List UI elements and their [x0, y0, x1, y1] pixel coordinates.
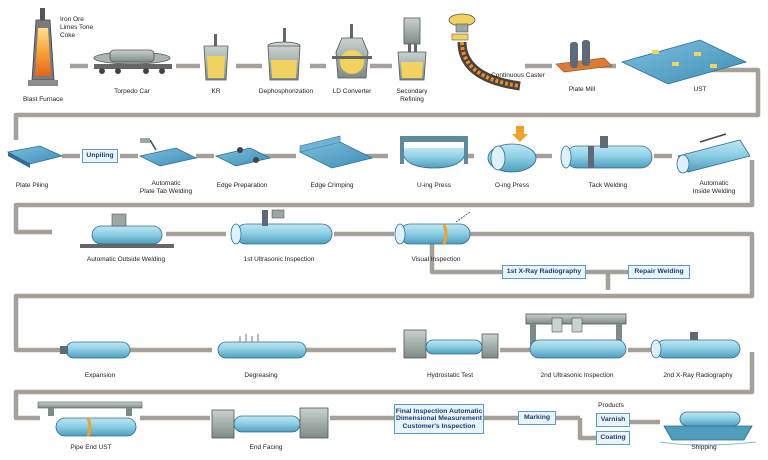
tack-welding-icon	[560, 136, 653, 169]
label-edge-preparation: Edge Preparation	[216, 182, 268, 189]
label-dephosphorization: Dephosphorization	[258, 88, 314, 95]
label-second-ultrasonic: 2nd Ultrasonic Inspection	[540, 372, 614, 379]
label-plate-tab-welding-line1: Automatic	[151, 180, 181, 187]
label-second-xray: 2nd X-Ray Radiography	[663, 372, 733, 379]
shipping-icon	[659, 411, 757, 446]
box-unpiling: Unpiling	[82, 149, 118, 163]
box-repair-welding: Repair Welding	[628, 265, 690, 279]
label-end-facing: End Facing	[249, 444, 283, 451]
box-xray-1st: 1st X-Ray Radiography	[502, 265, 586, 279]
plate-piling-icon	[6, 145, 64, 168]
expansion-icon	[60, 341, 131, 359]
torpedo-car-icon	[93, 49, 172, 74]
degreasing-icon	[217, 334, 307, 359]
flow-connectors	[13, 63, 761, 441]
connector-xray-loop	[429, 244, 628, 290]
first-ultrasonic-icon	[230, 209, 333, 245]
box-marking: Marking	[518, 411, 556, 425]
o-ing-press-icon	[487, 126, 537, 173]
label-shipping: Shipping	[691, 444, 717, 451]
final-inspection-line1: Final Inspection Automatic	[395, 407, 483, 415]
outside-welding-icon	[80, 213, 174, 248]
pipe-end-ust-icon	[37, 401, 143, 437]
label-u-ing-press: U-ing Press	[417, 182, 451, 189]
input-iron-ore: Iron Ore	[60, 16, 84, 23]
label-plate-tab-welding-line2: Plate Tab Welding	[139, 188, 193, 195]
edge-crimping-icon	[298, 135, 374, 169]
input-coke: Coke	[60, 32, 76, 39]
label-torpedo-car: Torpedo Car	[114, 88, 150, 95]
plate-mill-icon	[555, 40, 613, 73]
final-inspection-line3: Customer's Inspection	[402, 422, 476, 430]
ust-plate-icon	[620, 39, 748, 85]
second-xray-icon	[650, 332, 741, 359]
ld-converter-icon	[332, 24, 372, 79]
label-inside-welding-line2: Inside Welding	[692, 188, 736, 195]
box-final-inspection: Final Inspection Automatic Dimensional M…	[394, 404, 484, 434]
label-expansion: Expansion	[84, 372, 116, 379]
connector-row2-to-row3	[13, 160, 755, 235]
edge-preparation-icon	[214, 147, 272, 167]
hydrostatic-test-icon	[403, 329, 499, 359]
label-inside-welding-line1: Automatic	[699, 180, 729, 187]
plate-tab-welding-icon	[138, 138, 198, 167]
label-hydrostatic-test: Hydrostatic Test	[426, 372, 474, 379]
label-first-ultrasonic: 1st Ultrasonic Inspection	[243, 256, 315, 263]
second-ultrasonic-icon	[525, 313, 627, 359]
label-blast-furnace: Blast Furnace	[22, 96, 64, 103]
connector-row3	[13, 231, 755, 353]
box-coating: Coating	[596, 431, 630, 445]
connector-row1-to-row2	[13, 67, 761, 140]
label-secondary-refining-line1: Secondary	[396, 88, 428, 95]
label-ust: UST	[693, 86, 707, 93]
connector-row4-to-row5	[13, 352, 755, 421]
label-o-ing-press: O-ing Press	[494, 182, 530, 189]
input-limestone: Limes Tone	[60, 24, 94, 31]
continuous-caster-icon	[448, 13, 521, 91]
visual-inspection-icon	[394, 211, 471, 245]
end-facing-icon	[211, 407, 329, 439]
label-outside-welding: Automatic Outside Welding	[86, 256, 166, 263]
label-pipe-end-ust: Pipe End UST	[70, 444, 112, 451]
label-ld-converter: LD Converter	[332, 88, 372, 95]
label-plate-piling: Plate Piling	[15, 182, 49, 189]
label-kr: KR	[211, 88, 221, 95]
box-varnish: Varnish	[596, 413, 630, 427]
label-products: Products	[598, 402, 624, 409]
label-secondary-refining-line2: Refining	[400, 96, 424, 103]
label-continuous-caster: Continuous Caster	[491, 72, 545, 79]
u-ing-press-icon	[400, 136, 468, 169]
label-edge-crimping: Edge Crimping	[310, 182, 354, 189]
blast-furnace-icon	[28, 8, 58, 86]
label-degreasing: Degreasing	[244, 372, 278, 379]
kr-ladle-icon	[203, 34, 229, 81]
connector-row5	[140, 415, 660, 441]
inside-welding-icon	[676, 133, 751, 174]
final-inspection-line2: Dimensional Measurement	[395, 415, 483, 423]
dephosphorization-ladle-icon	[267, 28, 301, 81]
label-tack-welding: Tack Welding	[588, 182, 628, 189]
label-visual-inspection: Visual Inspection	[411, 256, 461, 263]
label-plate-mill: Plate Mill	[568, 86, 596, 93]
secondary-refining-icon	[397, 17, 427, 81]
